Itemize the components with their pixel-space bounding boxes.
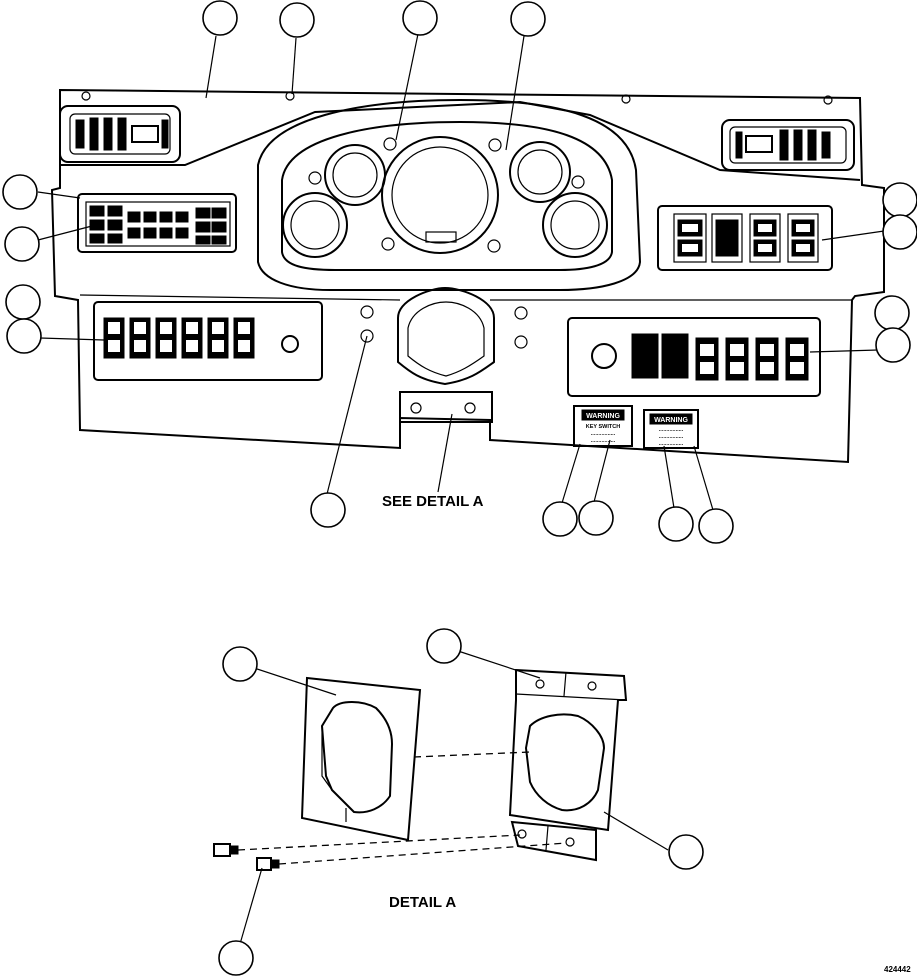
detail-a-title: DETAIL A xyxy=(389,894,456,911)
gauge-upper-left xyxy=(324,144,386,206)
callout-balloon xyxy=(542,501,578,537)
callouts-main xyxy=(2,0,917,544)
panel-screws xyxy=(81,91,833,349)
warning-line-1-3: ................ xyxy=(591,438,616,444)
detail-a-bracket xyxy=(508,668,628,862)
callout-balloon xyxy=(310,492,346,528)
callout-balloon xyxy=(218,940,254,976)
lower-left-switch-panel xyxy=(93,301,323,381)
warning-line-2-3: ................ xyxy=(659,441,684,447)
callout-balloon xyxy=(668,834,704,870)
lower-right-switch-panel xyxy=(567,317,821,397)
warning-line-2-1: ................ xyxy=(659,427,684,433)
right-air-vent xyxy=(721,119,855,171)
speedometer-gauge xyxy=(381,136,499,254)
upper-right-switch-panel xyxy=(657,205,833,271)
warning-plate-2: WARNING ................ ...............… xyxy=(643,409,699,449)
callout-balloon xyxy=(2,174,38,210)
callouts-detail xyxy=(218,628,704,976)
callout-balloon xyxy=(279,2,315,38)
see-detail-a-label: SEE DETAIL A xyxy=(382,493,484,510)
gauge-upper-right xyxy=(509,141,571,203)
detail-a-screws xyxy=(213,843,280,871)
warning-line-2-2: ................ xyxy=(659,434,684,440)
warning-line-1-2: ................ xyxy=(591,431,616,437)
callout-balloon xyxy=(426,628,462,664)
callout-balloon xyxy=(202,0,238,36)
callout-balloon xyxy=(510,1,546,37)
left-air-vent xyxy=(59,105,181,163)
detail-a-trim-plate xyxy=(300,676,422,842)
callout-balloon xyxy=(402,0,438,36)
gauge-cluster xyxy=(282,136,608,258)
figure-number: 424442 xyxy=(884,965,911,974)
gauge-lower-left xyxy=(282,192,348,258)
leader-lines-detail xyxy=(239,649,669,945)
callout-balloon xyxy=(882,182,917,218)
callout-balloon xyxy=(222,646,258,682)
leader-lines-main xyxy=(37,33,885,511)
dashboard-panel xyxy=(50,88,885,464)
callout-balloon xyxy=(4,226,40,262)
upper-left-switch-panel xyxy=(77,193,237,253)
center-bracket xyxy=(397,286,495,423)
detail-a-dashed-lines xyxy=(237,751,567,865)
gauge-lower-right xyxy=(542,192,608,258)
callout-balloon xyxy=(5,284,41,320)
callout-balloon xyxy=(698,508,734,544)
warning-header-2: WARNING xyxy=(654,417,688,424)
callout-balloon xyxy=(578,500,614,536)
warning-line-1-1: KEY SWITCH xyxy=(586,424,620,430)
callout-balloon xyxy=(658,506,694,542)
callout-balloon xyxy=(882,214,917,250)
callout-balloon xyxy=(875,327,911,363)
warning-header-1: WARNING xyxy=(586,413,620,420)
callout-balloon xyxy=(874,295,910,331)
callout-balloon xyxy=(6,318,42,354)
warning-plate-key-switch: WARNING KEY SWITCH ................ ....… xyxy=(573,405,633,447)
